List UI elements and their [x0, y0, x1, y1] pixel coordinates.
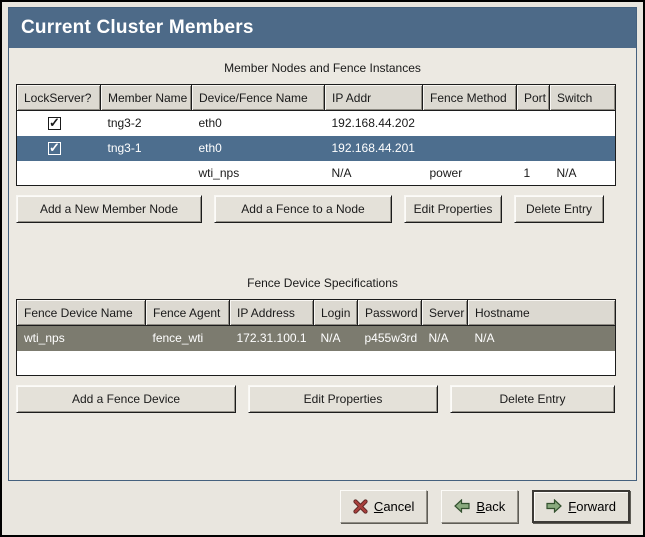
fence-table-caption: Fence Device Specifications — [247, 276, 398, 290]
edit-properties-button[interactable]: Edit Properties — [248, 385, 438, 413]
cell-switch: N/A — [556, 165, 577, 180]
cell-switch — [550, 136, 616, 161]
forward-button[interactable]: Forward — [532, 489, 630, 523]
members-table: LockServer? Member Name Device/Fence Nam… — [16, 84, 616, 186]
cell-hostname: N/A — [474, 331, 495, 346]
cell-ip-addr: 192.168.44.201 — [331, 141, 415, 155]
fence-button-row: Add a Fence Device Edit Properties Delet… — [16, 385, 629, 413]
cell-fence-device-name: wti_nps — [24, 331, 65, 346]
members-table-caption: Member Nodes and Fence Instances — [224, 61, 421, 75]
lockserver-checkbox[interactable] — [48, 115, 61, 131]
cell-device-fence-name: eth0 — [198, 116, 222, 131]
page-title: Current Cluster Members — [21, 17, 254, 38]
cell-port: 1 — [523, 165, 531, 180]
cancel-x-icon — [353, 498, 368, 514]
table-row-selected[interactable]: tng3-1 eth0 192.168.44.201 — [16, 135, 616, 161]
cancel-button-label: Cancel — [373, 498, 415, 514]
table-row-selected[interactable]: wti_nps fence_wti 172.31.100.1 N/A p455w… — [16, 325, 616, 351]
column-header-password[interactable]: Password — [357, 299, 422, 326]
back-button[interactable]: Back — [441, 489, 519, 523]
cell-lockserver-empty — [17, 161, 101, 186]
cell-switch — [550, 111, 616, 136]
column-header-ip-address[interactable]: IP Address — [229, 299, 314, 326]
back-button-label: Back — [476, 498, 506, 514]
cell-member-name — [101, 161, 192, 186]
cell-fence-method — [423, 136, 517, 161]
content-frame: Current Cluster Members Member Nodes and… — [8, 7, 637, 481]
cell-ip-addr: 192.168.44.202 — [331, 116, 415, 131]
column-header-fence-method[interactable]: Fence Method — [422, 84, 517, 111]
forward-button-label: Forward — [568, 498, 616, 514]
add-fence-to-node-button[interactable]: Add a Fence to a Node — [214, 195, 392, 223]
cell-ip-address: 172.31.100.1 — [236, 331, 307, 346]
arrow-right-icon — [546, 499, 563, 513]
fence-table-header-row: Fence Device Name Fence Agent IP Address… — [16, 299, 616, 326]
members-table-header-row: LockServer? Member Name Device/Fence Nam… — [16, 84, 616, 111]
main-content: Member Nodes and Fence Instances LockSer… — [9, 48, 636, 480]
cell-device-fence-name: eth0 — [198, 141, 222, 155]
cell-fence-agent: fence_wti — [152, 331, 204, 346]
table-filler-row — [17, 351, 616, 376]
fence-devices-table: Fence Device Name Fence Agent IP Address… — [16, 299, 616, 376]
cell-member-name: tng3-1 — [107, 141, 142, 155]
delete-entry-button[interactable]: Delete Entry — [450, 385, 615, 413]
edit-properties-button[interactable]: Edit Properties — [404, 195, 502, 223]
add-member-node-button[interactable]: Add a New Member Node — [16, 195, 202, 223]
cell-member-name: tng3-2 — [107, 116, 142, 131]
column-header-port[interactable]: Port — [516, 84, 550, 111]
lockserver-checkbox[interactable] — [48, 140, 61, 156]
cancel-button[interactable]: Cancel — [339, 489, 428, 523]
cell-device-fence-name: wti_nps — [198, 165, 240, 180]
cell-password: p455w3rd — [364, 331, 418, 346]
column-header-device-fence-name[interactable]: Device/Fence Name — [191, 84, 325, 111]
cell-ip-addr: N/A — [331, 165, 352, 180]
column-header-login[interactable]: Login — [313, 299, 358, 326]
wizard-action-bar: Cancel Back Forward — [8, 481, 637, 531]
column-header-server[interactable]: Server — [421, 299, 468, 326]
cell-port — [517, 136, 550, 161]
cell-login: N/A — [320, 331, 341, 346]
members-button-row: Add a New Member Node Add a Fence to a N… — [16, 195, 629, 223]
page-header: Current Cluster Members — [9, 8, 636, 48]
delete-entry-button[interactable]: Delete Entry — [514, 195, 604, 223]
column-header-hostname[interactable]: Hostname — [467, 299, 616, 326]
column-header-switch[interactable]: Switch — [549, 84, 616, 111]
column-header-fence-agent[interactable]: Fence Agent — [145, 299, 230, 326]
cell-fence-method — [423, 111, 517, 136]
table-row[interactable]: wti_nps N/A power 1 N/A — [17, 161, 616, 186]
cell-server: N/A — [428, 331, 449, 346]
column-header-fence-device-name[interactable]: Fence Device Name — [16, 299, 146, 326]
table-row[interactable]: tng3-2 eth0 192.168.44.202 — [17, 111, 616, 136]
cell-fence-method: power — [429, 165, 463, 180]
add-fence-device-button[interactable]: Add a Fence Device — [16, 385, 236, 413]
column-header-member-name[interactable]: Member Name — [100, 84, 192, 111]
arrow-left-icon — [454, 499, 470, 513]
column-header-lockserver[interactable]: LockServer? — [16, 84, 101, 111]
cell-port — [517, 111, 550, 136]
column-header-ip-addr[interactable]: IP Addr — [324, 84, 423, 111]
